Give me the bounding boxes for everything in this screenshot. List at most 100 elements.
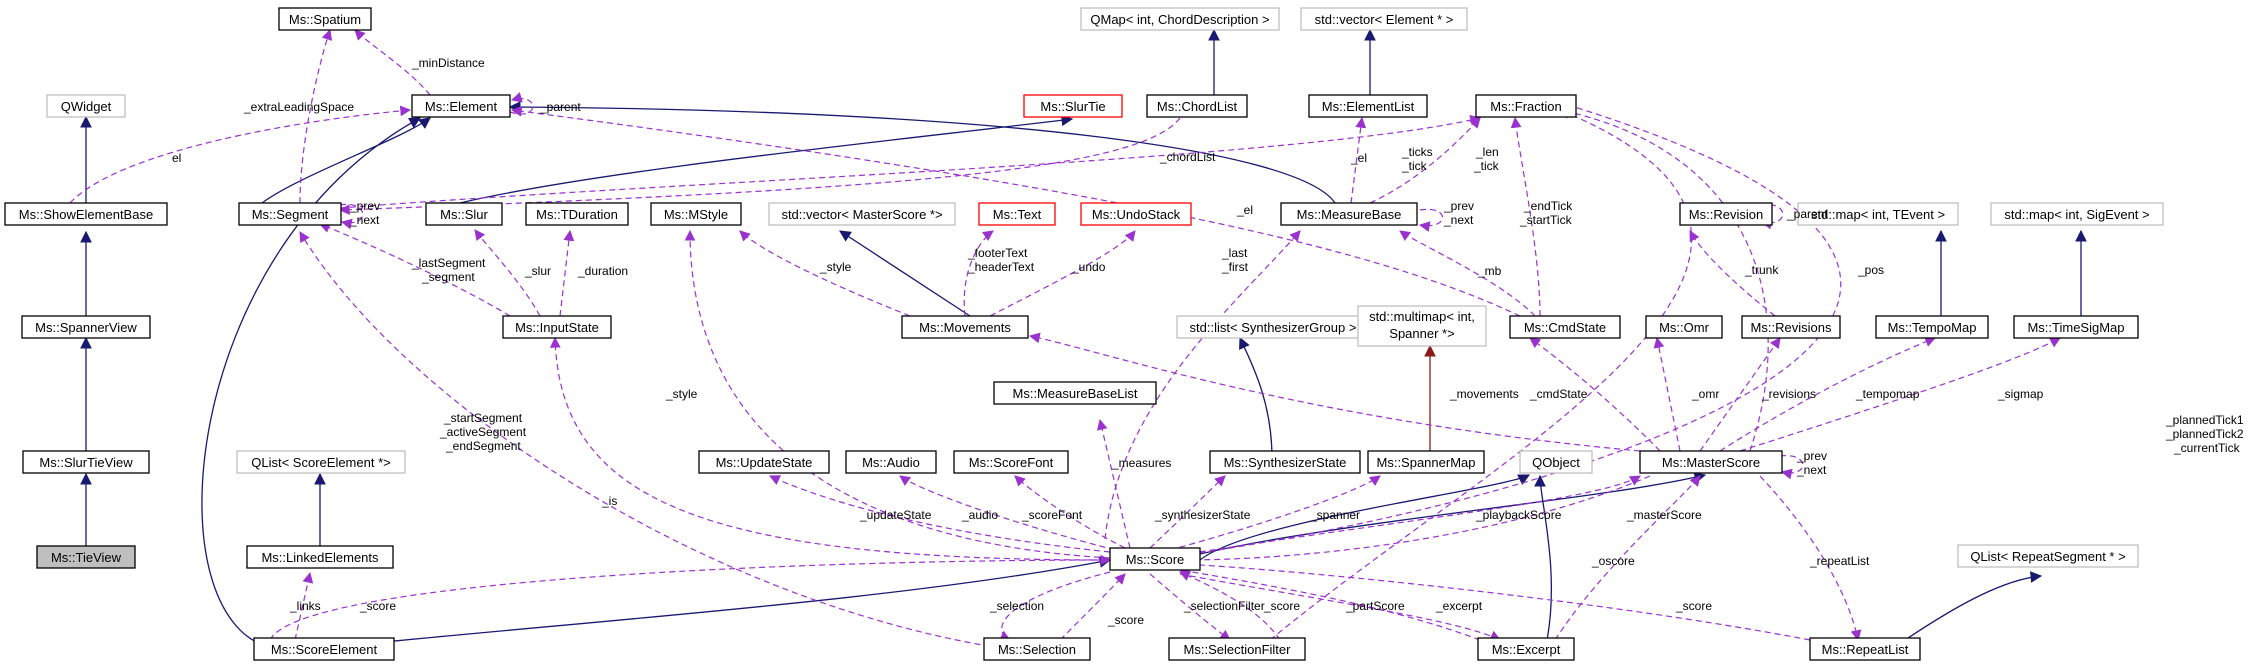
node-fraction[interactable]: Ms::Fraction <box>1475 94 1577 118</box>
node-audio[interactable]: Ms::Audio <box>845 450 937 474</box>
node-elementlist[interactable]: Ms::ElementList <box>1308 94 1428 118</box>
node-maptevent[interactable]: std::map< int, TEvent > <box>1797 202 1959 226</box>
node-synthstate[interactable]: Ms::SynthesizerState <box>1209 450 1361 474</box>
svg-text:Ms::UpdateState: Ms::UpdateState <box>716 455 813 470</box>
edge-label: _mb <box>1477 264 1502 278</box>
edge-excerpt-score <box>1178 566 1481 641</box>
edge-movements-text <box>963 230 994 317</box>
node-mstyle[interactable]: Ms::MStyle <box>650 202 742 226</box>
node-spannerview[interactable]: Ms::SpannerView <box>21 315 151 339</box>
node-qlistrepeat[interactable]: QList< RepeatSegment * > <box>1957 544 2139 568</box>
node-chordlist[interactable]: Ms::ChordList <box>1146 94 1248 118</box>
svg-text:Ms::Movements: Ms::Movements <box>919 320 1011 335</box>
node-scorefont[interactable]: Ms::ScoreFont <box>953 450 1069 474</box>
node-qwidget[interactable]: QWidget <box>46 94 126 118</box>
node-tieview[interactable]: Ms::TieView <box>36 545 136 569</box>
edge-label: _is <box>601 494 617 508</box>
node-movements[interactable]: Ms::Movements <box>901 315 1029 339</box>
node-vectormasterscore[interactable]: std::vector< MasterScore *> <box>768 202 956 226</box>
node-measurebase[interactable]: Ms::MeasureBase <box>1280 202 1418 226</box>
node-undostack[interactable]: Ms::UndoStack <box>1080 202 1192 226</box>
node-element[interactable]: Ms::Element <box>411 94 511 118</box>
edge-selectionfilter-score <box>1179 571 1281 641</box>
edge-label: _plannedTick1 <box>2165 413 2244 427</box>
edge-label: _tempomap <box>1855 387 1920 401</box>
node-inputstate[interactable]: Ms::InputState <box>502 315 612 339</box>
node-segment[interactable]: Ms::Segment <box>238 202 342 226</box>
edge-qobject-score <box>1199 474 1531 561</box>
edge-label: el <box>172 151 181 165</box>
node-tempomap[interactable]: Ms::TempoMap <box>1875 315 1989 339</box>
node-qobject[interactable]: QObject <box>1519 450 1593 474</box>
node-multimapspanner[interactable]: std::multimap< int,Spanner *> <box>1357 305 1487 347</box>
edge-label: _undo <box>1071 260 1106 274</box>
node-revision[interactable]: Ms::Revision <box>1679 202 1773 226</box>
edge-label: _currentTick <box>2173 441 2241 455</box>
svg-text:Ms::TimeSigMap: Ms::TimeSigMap <box>2027 320 2124 335</box>
edge-qobject-excerpt <box>1534 474 1553 641</box>
edge-selectionfilter-fraction <box>1269 108 1692 641</box>
node-mapsigevent[interactable]: std::map< int, SigEvent > <box>1990 202 2164 226</box>
node-selection[interactable]: Ms::Selection <box>983 637 1091 661</box>
svg-text:Spanner *>: Spanner *> <box>1389 326 1454 341</box>
node-measurebaselist[interactable]: Ms::MeasureBaseList <box>993 381 1157 405</box>
node-listsynth[interactable]: std::list< SynthesizerGroup > <box>1176 315 1370 339</box>
node-spannermap[interactable]: Ms::SpannerMap <box>1367 450 1485 474</box>
node-vectorelement[interactable]: std::vector< Element * > <box>1300 7 1468 31</box>
edge-label: _pos <box>1857 263 1884 277</box>
edge-score-spannermap <box>1169 475 1381 551</box>
node-showelementbase[interactable]: Ms::ShowElementBase <box>4 202 168 226</box>
edge-masterscore-score <box>1199 471 1707 555</box>
node-linkedelements[interactable]: Ms::LinkedElements <box>246 545 394 569</box>
edge-masterscore-fraction <box>1558 106 1769 452</box>
node-scoreelement[interactable]: Ms::ScoreElement <box>253 637 395 661</box>
edge-label: _updateState <box>859 508 932 522</box>
edge-element-spatium <box>354 29 431 96</box>
svg-text:Ms::Element: Ms::Element <box>425 99 498 114</box>
svg-text:Ms::TieView: Ms::TieView <box>51 550 122 565</box>
edge-chordlist-slurtie <box>338 117 1181 216</box>
node-omr[interactable]: Ms::Omr <box>1645 315 1723 339</box>
node-qmapchord[interactable]: QMap< int, ChordDescription > <box>1080 7 1280 31</box>
edge-label: _lastSegment <box>411 256 486 270</box>
node-tduration[interactable]: Ms::TDuration <box>525 202 629 226</box>
svg-text:Ms::ScoreFont: Ms::ScoreFont <box>969 455 1054 470</box>
edge-label: _selectionFilter <box>1183 599 1265 613</box>
edge-label: _playbackScore <box>1475 508 1562 522</box>
edge-slur-slurtie <box>459 114 1074 204</box>
edge-label: _omr <box>1691 387 1719 401</box>
svg-text:Ms::Slur: Ms::Slur <box>440 207 488 222</box>
edge-label: _partScore <box>1345 599 1405 613</box>
node-score[interactable]: Ms::Score <box>1109 547 1201 571</box>
edge-score-selection <box>998 571 1111 641</box>
svg-text:Ms::SynthesizerState: Ms::SynthesizerState <box>1224 455 1347 470</box>
node-updatestate[interactable]: Ms::UpdateState <box>698 450 830 474</box>
node-cmdstate[interactable]: Ms::CmdState <box>1509 315 1621 339</box>
node-spatium[interactable]: Ms::Spatium <box>278 7 372 31</box>
node-text[interactable]: Ms::Text <box>978 202 1056 226</box>
svg-text:Ms::SpannerView: Ms::SpannerView <box>35 320 137 335</box>
edge-segment-fraction <box>339 114 1482 209</box>
edge-masterscore-omr <box>1653 336 1681 452</box>
svg-text:Ms::Spatium: Ms::Spatium <box>289 12 361 27</box>
node-timesigmap[interactable]: Ms::TimeSigMap <box>2013 315 2139 339</box>
edge-selection-segment <box>299 231 1001 649</box>
edge-measurebase-elementlist <box>1350 116 1367 204</box>
edge-label: _endSegment <box>445 439 521 453</box>
node-qlistscoreelement[interactable]: QList< ScoreElement *> <box>236 450 406 474</box>
node-repeatlist[interactable]: Ms::RepeatList <box>1809 637 1921 661</box>
node-selectionfilter[interactable]: Ms::SelectionFilter <box>1168 637 1306 661</box>
edge-label: _cmdState <box>1529 387 1588 401</box>
svg-text:std::vector< Element * >: std::vector< Element * > <box>1315 12 1454 27</box>
edge-score-selectionfilter <box>1149 573 1231 641</box>
node-slur[interactable]: Ms::Slur <box>425 202 503 226</box>
edge-label: _minDistance <box>411 56 485 70</box>
node-masterscore[interactable]: Ms::MasterScore <box>1639 450 1783 474</box>
edge-masterscore-timesigmap <box>1739 337 2061 452</box>
edge-label: _activeSegment <box>439 425 527 439</box>
node-slurtie[interactable]: Ms::SlurTie <box>1023 94 1123 118</box>
node-slurtieview[interactable]: Ms::SlurTieView <box>22 450 150 474</box>
edge-scoreelement-element <box>201 117 422 649</box>
node-excerpt[interactable]: Ms::Excerpt <box>1477 637 1575 661</box>
node-revisions[interactable]: Ms::Revisions <box>1741 315 1841 339</box>
